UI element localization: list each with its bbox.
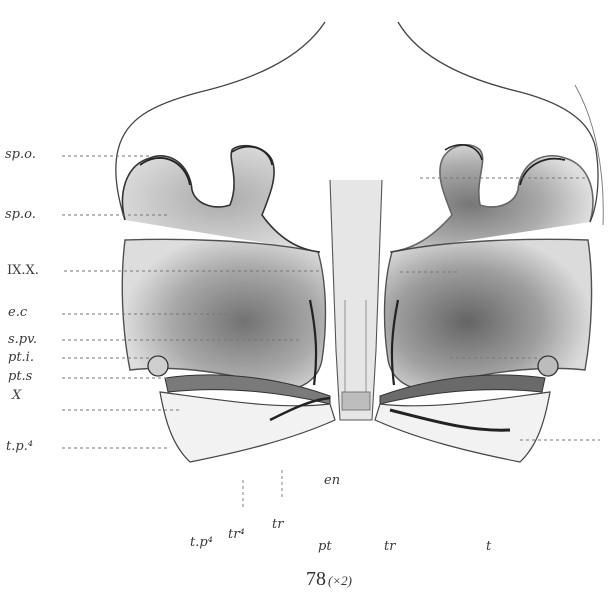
figure-caption: 78(×2) (306, 568, 352, 591)
label-spo-2: sp.o. (5, 208, 36, 221)
label-bottom-t: t (486, 540, 491, 553)
label-ix-x: IX.X. (7, 264, 39, 277)
label-bottom-pt: pt (318, 540, 332, 553)
label-pts: pt.s (8, 370, 32, 383)
lateral-node-left (148, 356, 168, 376)
label-en: en (324, 474, 340, 487)
figure-number: 78 (306, 568, 326, 590)
label-bottom-tr4: tr⁴ (228, 528, 245, 541)
label-spo-1: sp.o. (5, 148, 36, 161)
label-pti: pt.i. (8, 351, 34, 364)
label-bottom-tr: tr (272, 518, 283, 531)
median-septum (330, 180, 382, 420)
figure-scale: (×2) (328, 573, 352, 588)
orbit-right (385, 239, 592, 388)
label-x: X (12, 389, 21, 402)
label-bottom-tp4: t.p⁴ (190, 536, 213, 549)
nasal-lobe-left (122, 146, 320, 252)
label-tp4: t.p.⁴ (6, 440, 33, 453)
lateral-node-right (538, 356, 558, 376)
label-bottom-tr-2: tr (384, 540, 395, 553)
label-ec: e.c (8, 306, 27, 319)
label-spv: s.pv. (8, 333, 37, 346)
nasal-lobe-right (390, 145, 593, 252)
